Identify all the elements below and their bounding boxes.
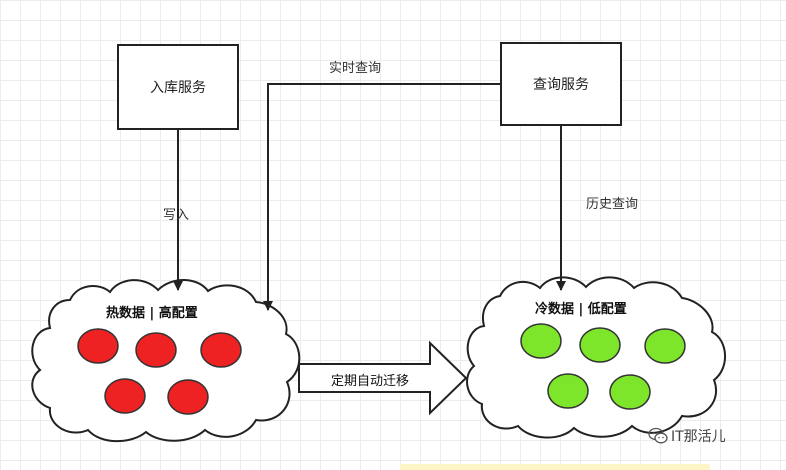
cold-data-dot bbox=[520, 323, 562, 359]
hot-data-dot bbox=[104, 378, 146, 414]
cold-data-dot bbox=[609, 374, 651, 410]
migrate-label: 定期自动迁移 bbox=[331, 374, 410, 389]
hot-data-dot bbox=[77, 328, 119, 364]
cold-data-dot bbox=[644, 328, 686, 364]
hot-data-dot bbox=[135, 332, 177, 368]
hot-data-dot bbox=[200, 332, 242, 368]
migrate-block-arrow bbox=[298, 340, 468, 416]
query-service-node: 查询服务 bbox=[500, 42, 622, 126]
realtime-query-label: 实时查询 bbox=[329, 61, 382, 76]
watermark-text: IT那活儿 bbox=[671, 429, 726, 445]
query-service-label: 查询服务 bbox=[533, 77, 589, 93]
ingest-service-label: 入库服务 bbox=[150, 80, 206, 96]
hot-data-dot bbox=[167, 379, 209, 415]
realtime-query-arrow bbox=[263, 83, 500, 311]
history-query-label: 历史查询 bbox=[586, 197, 639, 212]
cold-data-dot bbox=[579, 327, 621, 363]
cold-data-title: 冷数据 | 低配置 bbox=[535, 302, 627, 317]
write-label: 写入 bbox=[163, 208, 190, 223]
cold-data-dot bbox=[547, 373, 589, 409]
bottom-strip bbox=[400, 464, 710, 470]
ingest-service-node: 入库服务 bbox=[117, 44, 239, 130]
hot-data-title: 热数据 | 高配置 bbox=[106, 306, 198, 321]
wechat-icon bbox=[648, 427, 668, 444]
